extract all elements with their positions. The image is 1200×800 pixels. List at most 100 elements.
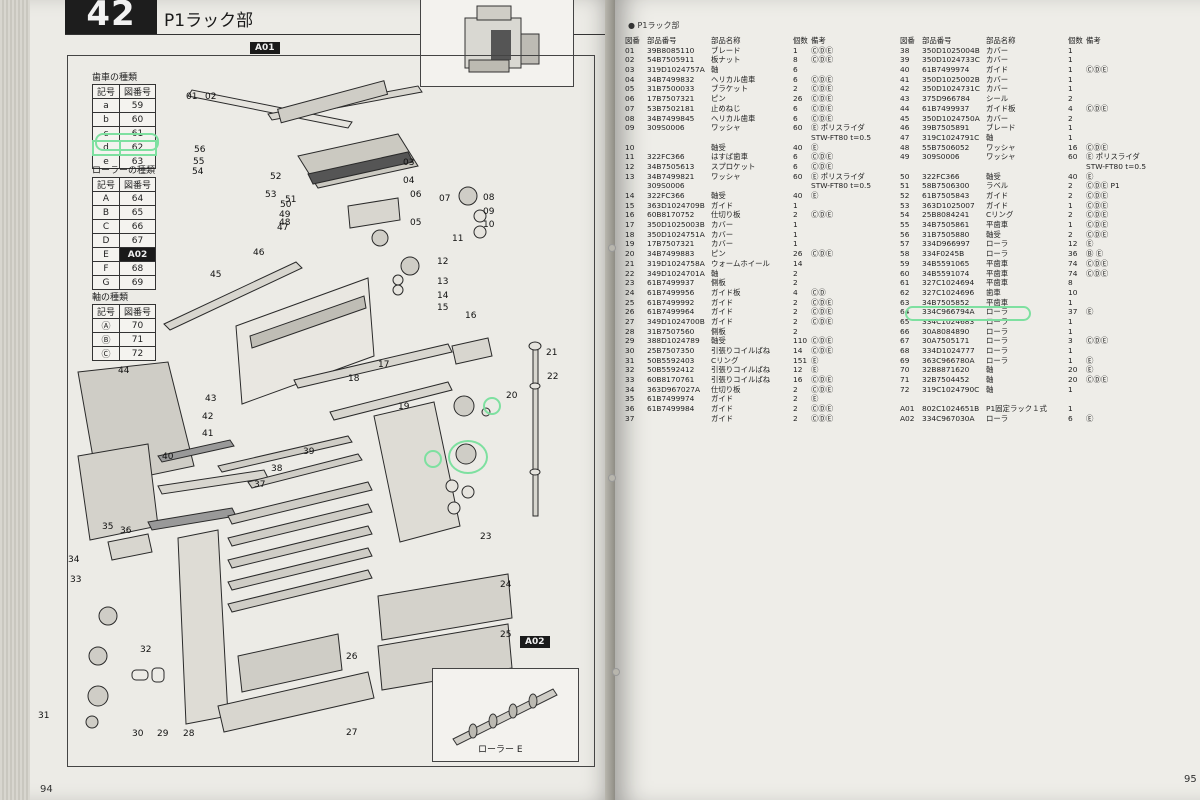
quantity: 60 [1068,152,1078,162]
callout-number: 31 [38,711,50,721]
gear-table-header: 記号 [91,84,121,99]
part-name: 板ナット [711,55,741,65]
handle-grip-shape [277,80,389,124]
callout-number: 32 [140,645,152,655]
fig-number: 13 [625,171,635,181]
quantity: 74 [1068,268,1078,278]
quantity: 2 [793,307,798,317]
quantity: 20 [1068,365,1078,375]
right-page-title: ● P1ラック部 [628,21,680,30]
quantity: 1 [1068,316,1073,326]
part-name: ガイド [711,316,734,326]
fig-number: 60 [900,268,910,278]
part-name: P1固定ラック１式 [986,404,1047,414]
quantity: 8 [793,55,798,65]
remark: ⒸⒹⒺ [1086,375,1109,385]
callout-number: 03 [403,158,415,168]
callout-number: 35 [102,522,114,532]
part-name: ローラ [986,336,1009,346]
right-page-number: 95 [1184,774,1197,785]
quantity: 1 [1068,384,1073,394]
callout-number: 55 [193,157,205,167]
fig-number: 51 [900,181,910,191]
fig-number: 40 [900,65,910,75]
fig-number: 72 [900,384,910,394]
quantity: 40 [793,142,803,152]
fig-number: 25 [625,297,635,307]
fig-number: 29 [625,336,635,346]
callout-number: 24 [500,580,512,590]
bracket-51-shape [347,197,401,229]
part-name: ローラ [986,346,1009,355]
callout-number: 25 [500,630,512,640]
fig-number: 70 [900,365,910,375]
remark: ⒸⒹⒺ [1086,336,1109,346]
part-name: ローラ [986,326,1009,336]
part-number: 39B7505891 [922,123,970,133]
symbol-cell: B [91,205,121,220]
part-name: 平歯車 [986,268,1009,278]
part-number: 61B7499984 [647,404,695,414]
gear-table-header: 図番号 [119,84,157,99]
part-name: 引張りコイルばね [711,346,771,355]
part-number: 34B5591074 [922,268,970,278]
page-edge-stack [0,0,34,800]
remark: Ⓔ [1086,171,1094,181]
machine-thumbnail [420,0,574,87]
remark: ⒸⒹ [811,287,826,297]
col-header-fig: 図番 [900,36,915,45]
right-page-title-text: P1ラック部 [637,21,680,30]
part-name: ヘリカル歯車 [711,113,756,123]
roller-42-shape [217,435,353,473]
guide-27-shape [217,671,375,733]
part-number: 363D1025007 [922,200,975,210]
remark: STW-FT80 t=0.5 [1086,161,1147,171]
part-number: 61B7499956 [647,287,695,297]
fig-number: 58 [900,249,910,259]
fig-number: 04 [625,74,635,84]
quantity: 6 [793,161,798,171]
remark: ⒸⒹⒺ [811,316,834,326]
quantity: 2 [793,84,798,94]
quantity: 1 [1068,123,1073,133]
quantity: 2 [1068,210,1073,220]
parts-list-row: STW-FT80 t=0.5 [625,133,885,143]
part-name: 平歯車 [986,220,1009,230]
callout-number: 01 [186,92,198,102]
part-number: 17B7507321 [647,239,695,249]
gear-11-shape [371,229,389,247]
part-number: 350D1024733C [922,55,980,65]
parts-list-header: 図番 部品番号 部品名称 個数 備考 [625,36,885,46]
part-name: カバー [986,55,1009,65]
callout-number: 53 [265,190,277,200]
fig-number: 23 [625,278,635,288]
part-number: 32B7504452 [922,375,970,385]
part-number: 363D967027A [647,384,701,394]
part-name: ウォームホイール [711,258,770,268]
side-plate-23-shape [373,401,461,543]
quantity: 6 [793,74,798,84]
parts-list-header: 図番 部品番号 部品名称 個数 備考 [900,36,1170,46]
callout-number: 04 [403,176,415,186]
col-header-pn: 部品番号 [647,36,677,45]
gear-cluster-shape [453,395,475,417]
part-number: 50B5592403 [647,355,695,365]
fig-number: 20 [625,249,635,259]
figure-number-cell: 63 [119,154,157,169]
col-header-qty: 個数 [1068,36,1083,45]
